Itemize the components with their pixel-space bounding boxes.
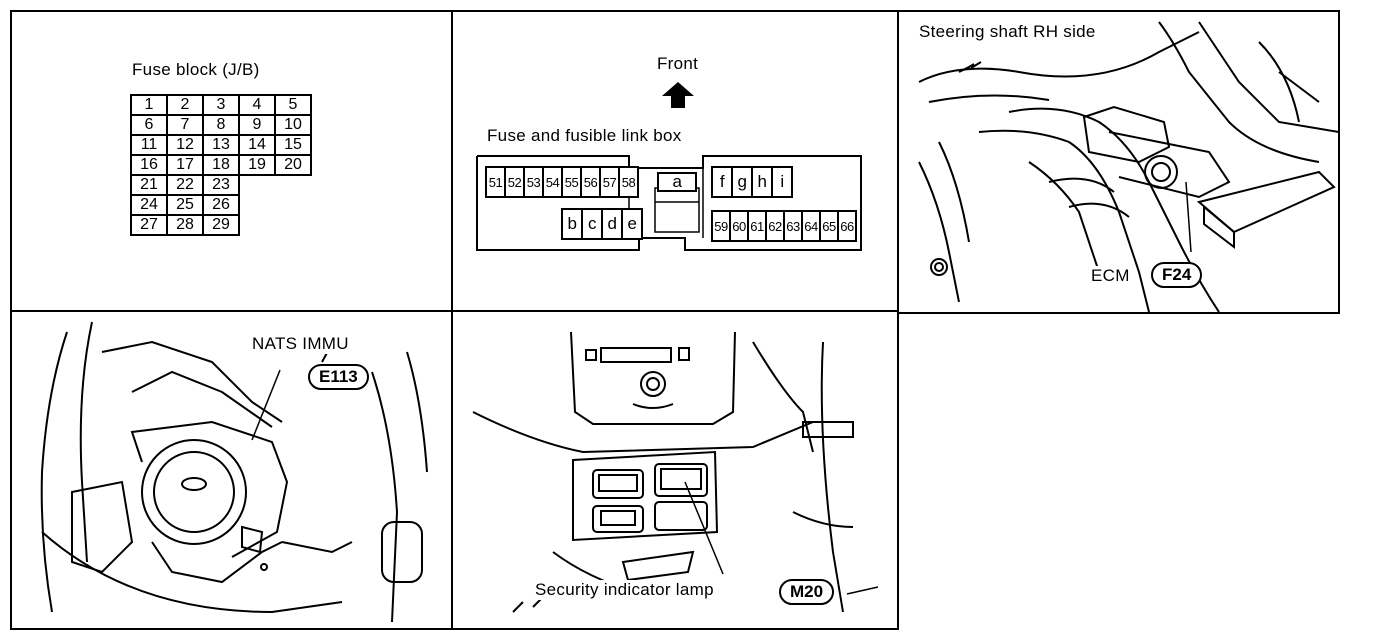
fuse-block-title: Fuse block (J/B) <box>132 60 260 79</box>
link-box-cell-57: 57 <box>599 166 620 198</box>
fuse-cell-8: 8 <box>202 114 240 136</box>
ecm-label: ECM <box>1091 266 1130 286</box>
fuse-cell-21: 21 <box>130 174 168 196</box>
fuse-cell-12: 12 <box>166 134 204 156</box>
fuse-cell-25: 25 <box>166 194 204 216</box>
nats-immu-label: NATS IMMU <box>252 334 349 354</box>
link-box-cell-62: 62 <box>765 210 785 242</box>
fuse-cell-17: 17 <box>166 154 204 176</box>
fuse-cell-28: 28 <box>166 214 204 236</box>
fuse-cell-18: 18 <box>202 154 240 176</box>
connector-e113-badge: E113 <box>308 364 369 390</box>
security-lamp-label: Security indicator lamp <box>535 580 718 600</box>
fuse-cell-29: 29 <box>202 214 240 236</box>
fuse-cell-2: 2 <box>166 94 204 116</box>
fuse-cell-empty <box>239 195 275 215</box>
fuse-cell-4: 4 <box>238 94 276 116</box>
nats-illustration <box>40 321 428 623</box>
ecm-panel-title: Steering shaft RH side <box>919 22 1100 42</box>
fuse-cell-23: 23 <box>202 174 240 196</box>
fuse-cell-13: 13 <box>202 134 240 156</box>
fuse-cell-empty <box>239 175 275 195</box>
link-box-cell-g: g <box>731 166 753 198</box>
fuse-cell-24: 24 <box>130 194 168 216</box>
link-box-title: Fuse and fusible link box <box>487 126 682 145</box>
fuse-cell-empty <box>275 175 311 195</box>
front-label: Front <box>657 54 699 73</box>
fuse-cell-27: 27 <box>130 214 168 236</box>
nats-panel: NATS IMMU E113 <box>10 310 453 630</box>
security-illustration <box>472 331 879 613</box>
fuse-cell-1: 1 <box>130 94 168 116</box>
link-box-cell-56: 56 <box>580 166 601 198</box>
fuse-cell-9: 9 <box>238 114 276 136</box>
link-box-cell-59: 59 <box>711 210 731 242</box>
front-arrow-icon <box>476 82 862 251</box>
link-box-cell-h: h <box>751 166 773 198</box>
fuse-cell-10: 10 <box>274 114 312 136</box>
connector-f24-badge: F24 <box>1151 262 1203 288</box>
link-box-cell-52: 52 <box>504 166 525 198</box>
fuse-cell-19: 19 <box>238 154 276 176</box>
link-box-cell-60: 60 <box>729 210 749 242</box>
security-panel: Security indicator lamp M20 <box>451 310 899 630</box>
link-box-cell-61: 61 <box>747 210 767 242</box>
link-box-cell-c: c <box>581 208 603 240</box>
link-box-cell-b: b <box>561 208 583 240</box>
fuse-cell-empty <box>275 215 311 235</box>
link-box-cell-51: 51 <box>485 166 506 198</box>
fuse-cell-15: 15 <box>274 134 312 156</box>
fuse-cell-14: 14 <box>238 134 276 156</box>
fuse-cell-22: 22 <box>166 174 204 196</box>
ecm-panel: Steering shaft RH side ECM F24 <box>897 10 1340 314</box>
fuse-cell-20: 20 <box>274 154 312 176</box>
link-box-cell-a: a <box>657 172 697 192</box>
connector-m20-badge: M20 <box>779 579 835 605</box>
fuse-cell-empty <box>239 215 275 235</box>
link-box-cell-58: 58 <box>618 166 639 198</box>
link-box-cell-54: 54 <box>542 166 563 198</box>
fuse-cell-5: 5 <box>274 94 312 116</box>
link-box-cell-66: 66 <box>837 210 857 242</box>
link-box-cell-f: f <box>711 166 733 198</box>
link-box-cell-d: d <box>601 208 623 240</box>
link-box-cell-65: 65 <box>819 210 839 242</box>
fuse-cell-3: 3 <box>202 94 240 116</box>
link-box-cell-i: i <box>771 166 793 198</box>
link-box-cell-63: 63 <box>783 210 803 242</box>
fuse-cell-26: 26 <box>202 194 240 216</box>
fuse-cell-6: 6 <box>130 114 168 136</box>
fuse-cell-empty <box>275 195 311 215</box>
link-box-cell-64: 64 <box>801 210 821 242</box>
link-box-cell-53: 53 <box>523 166 544 198</box>
fuse-cell-11: 11 <box>130 134 168 156</box>
fuse-cell-7: 7 <box>166 114 204 136</box>
link-box-cell-55: 55 <box>561 166 582 198</box>
link-box-cell-e: e <box>621 208 643 240</box>
fuse-cell-16: 16 <box>130 154 168 176</box>
